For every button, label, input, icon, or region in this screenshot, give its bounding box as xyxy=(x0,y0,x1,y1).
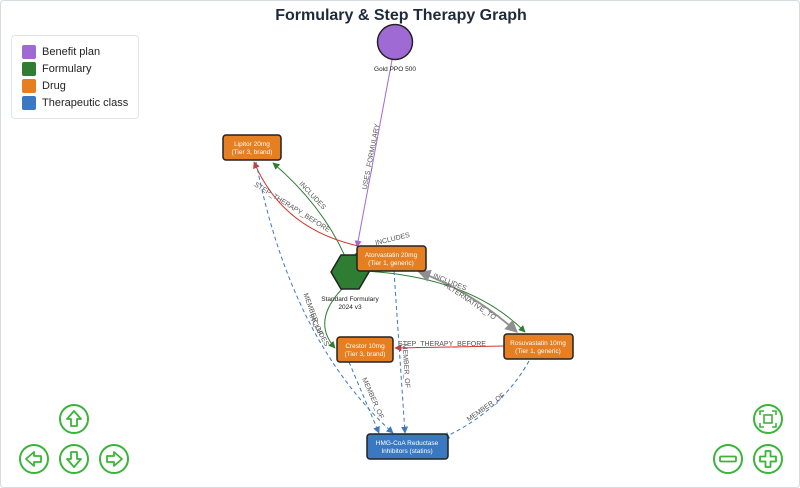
edge-step-therapy-atorvastatin-lipitor[interactable]: STEP_THERAPY_BEFORE xyxy=(253,161,364,248)
node-label-formulary-2: 2024 v3 xyxy=(338,304,362,311)
node-crestor[interactable]: Crestor 10mg (Tier 3, brand) xyxy=(336,336,394,363)
edge-member-of-crestor[interactable]: MEMBER_OF xyxy=(348,361,385,434)
edge-label-member-of-rosuvastatin: MEMBER_OF xyxy=(466,392,506,423)
edge-label-alternative-to: ALTERNATIVE_TO xyxy=(443,282,497,322)
edge-member-of-rosuvastatin[interactable]: MEMBER_OF xyxy=(442,360,530,439)
fit-to-screen-button[interactable] xyxy=(753,404,783,434)
node-gold-ppo-500[interactable]: Gold PPO 500 xyxy=(374,23,416,74)
legend-swatch-formulary xyxy=(22,62,36,76)
zoom-in-icon xyxy=(759,450,777,468)
legend-swatch-drug xyxy=(22,79,36,93)
edge-includes-rosuvastatin[interactable]: INCLUDES xyxy=(364,270,526,333)
node-statins-class[interactable]: HMG-CoA Reductase Inhibitors (statins) xyxy=(366,433,449,460)
legend-label-formulary: Formulary xyxy=(42,63,92,75)
node-label-crestor-2: (Tier 3, brand) xyxy=(345,351,386,358)
pan-down-button[interactable] xyxy=(59,444,89,474)
edge-label-includes-lipitor: INCLUDES xyxy=(297,181,326,212)
node-atorvastatin[interactable]: Atorvastatin 20mg (Tier 1, generic) xyxy=(356,245,427,272)
node-label-plan: Gold PPO 500 xyxy=(374,66,416,73)
arrow-left-icon xyxy=(25,451,42,467)
arrow-down-icon xyxy=(66,451,82,468)
arrow-right-icon xyxy=(106,451,123,467)
node-lipitor[interactable]: Lipitor 20mg (Tier 3, brand) xyxy=(222,134,282,161)
zoom-out-button[interactable] xyxy=(713,444,743,474)
node-label-lipitor-2: (Tier 3, brand) xyxy=(232,149,273,156)
node-label-statins-2: Inhibitors (statins) xyxy=(381,448,432,455)
edge-uses-formulary[interactable]: USES_FORMULARY xyxy=(354,59,393,248)
edge-label-step-therapy-2: STEP_THERAPY_BEFORE xyxy=(398,341,486,348)
edge-label-uses-formulary: USES_FORMULARY xyxy=(362,123,382,190)
node-label-crestor-1: Crestor 10mg xyxy=(345,343,385,350)
edge-label-includes-atorvastatin: INCLUDES xyxy=(375,232,411,247)
legend-swatch-benefit-plan xyxy=(22,45,36,59)
zoom-in-button[interactable] xyxy=(753,444,783,474)
edge-label-member-of-lipitor: MEMBER_OF xyxy=(302,292,324,336)
page-title: Formulary & Step Therapy Graph xyxy=(275,7,527,24)
legend-label-therapeutic-class: Therapeutic class xyxy=(42,97,129,109)
node-label-rosuvastatin-1: Rosuvastatin 10mg xyxy=(510,340,566,347)
node-label-lipitor-1: Lipitor 20mg xyxy=(234,141,270,148)
pan-right-button[interactable] xyxy=(99,444,129,474)
node-rosuvastatin[interactable]: Rosuvastatin 10mg (Tier 1, generic) xyxy=(503,333,574,360)
arrow-up-icon xyxy=(66,410,82,427)
pan-up-button[interactable] xyxy=(59,404,89,434)
node-label-statins-1: HMG-CoA Reductase xyxy=(376,440,439,447)
pan-left-button[interactable] xyxy=(19,444,49,474)
edge-member-of-atorvastatin[interactable]: MEMBER_OF xyxy=(393,270,411,434)
node-label-atorvastatin-1: Atorvastatin 20mg xyxy=(365,252,418,259)
edge-step-therapy-rosuvastatin-crestor[interactable]: STEP_THERAPY_BEFORE xyxy=(394,341,506,352)
node-label-rosuvastatin-2: (Tier 1, generic) xyxy=(515,348,561,355)
legend-swatch-therapeutic-class xyxy=(22,96,36,110)
node-label-formulary-1: Standard Formulary xyxy=(321,296,379,303)
edge-label-member-of-crestor: MEMBER_OF xyxy=(360,377,384,420)
edge-label-member-of-atorvastatin: MEMBER_OF xyxy=(400,344,410,389)
zoom-out-icon xyxy=(719,455,737,463)
node-label-atorvastatin-2: (Tier 1, generic) xyxy=(368,260,414,267)
fit-screen-icon xyxy=(759,410,777,428)
legend: Benefit plan Formulary Drug Therapeutic … xyxy=(11,35,139,119)
legend-label-drug: Drug xyxy=(42,80,66,92)
legend-label-benefit-plan: Benefit plan xyxy=(42,46,101,58)
